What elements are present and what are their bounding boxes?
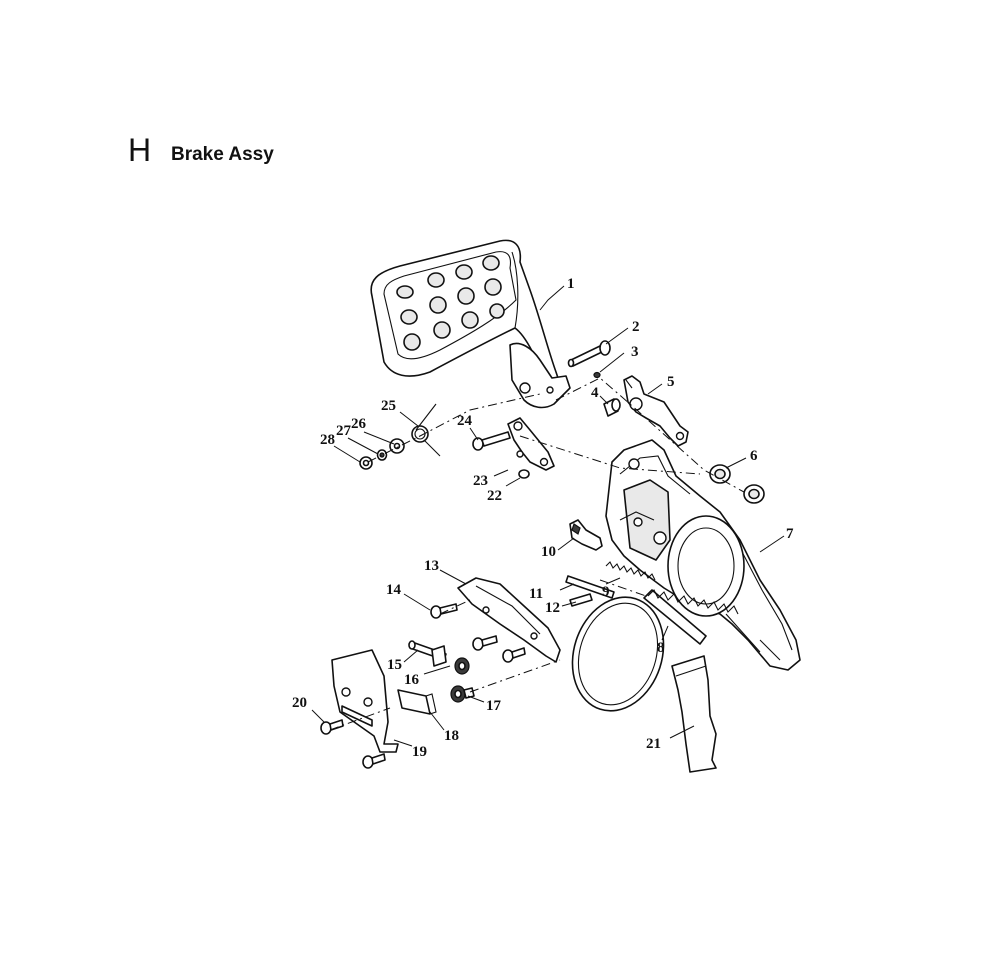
part-23-brake-plate <box>507 417 555 471</box>
leader-lines <box>311 285 785 747</box>
brake-band <box>571 596 665 712</box>
callout-13: 13 <box>424 558 439 574</box>
part-19-guide-plate <box>331 649 399 753</box>
callout-3: 3 <box>631 344 639 360</box>
part-21-protection-plate <box>671 655 717 773</box>
part-16-adjuster-gear <box>454 657 470 675</box>
callout-7: 7 <box>786 526 794 542</box>
callout-5: 5 <box>667 374 675 390</box>
callout-19: 19 <box>412 744 427 760</box>
part-11-brake-band-bracket <box>565 575 615 607</box>
part-27-washer <box>376 449 388 461</box>
assembly-axis-lines <box>329 377 745 731</box>
callout-4: 4 <box>591 385 599 401</box>
part-2-pivot-pin <box>567 340 611 368</box>
callout-22: 22 <box>487 488 502 504</box>
callout-numbers: 1 2 3 4 5 6 7 8 9 10 11 12 13 14 15 16 1… <box>292 276 794 760</box>
callout-27: 27 <box>336 423 352 439</box>
callout-21: 21 <box>646 736 661 752</box>
callout-8: 8 <box>657 640 665 656</box>
part-24-shoulder-bolt <box>472 431 511 451</box>
part-4-bushing <box>603 398 621 417</box>
callout-28: 28 <box>320 432 335 448</box>
part-28-nut <box>359 456 373 470</box>
callout-15: 15 <box>387 657 402 673</box>
part-9-spring <box>605 561 656 581</box>
part-13-chain-guide-plate <box>457 577 561 663</box>
section-letter: H <box>128 132 152 168</box>
part-14-screw <box>430 603 458 619</box>
callout-17: 17 <box>486 698 502 714</box>
callout-18: 18 <box>444 728 459 744</box>
callout-26: 26 <box>351 416 367 432</box>
part-20-screws <box>320 719 386 769</box>
callout-10: 10 <box>541 544 556 560</box>
section-title: Brake Assy <box>171 144 274 165</box>
callout-25: 25 <box>381 398 396 414</box>
part-10-brake-link <box>569 519 603 551</box>
part-15-adjuster-pin <box>408 640 447 667</box>
callout-14: 14 <box>386 582 402 598</box>
callout-12: 12 <box>545 600 560 616</box>
part-25-torsion-spring <box>411 403 441 457</box>
part-8-brake-spring <box>643 589 739 645</box>
callout-11: 11 <box>529 586 543 602</box>
part-5-brake-lever <box>623 375 689 447</box>
part-6-bushing-pair <box>709 464 765 504</box>
part-3-retaining-clip <box>593 371 601 379</box>
callout-24: 24 <box>457 413 473 429</box>
callout-9: 9 <box>602 584 610 600</box>
screw-pair <box>472 635 526 663</box>
part-18-pad <box>397 689 437 715</box>
part-17-nut <box>450 685 475 703</box>
part-26-washer <box>389 438 405 454</box>
callout-23: 23 <box>473 473 488 489</box>
callout-16: 16 <box>404 672 420 688</box>
callout-1: 1 <box>567 276 575 292</box>
callout-2: 2 <box>632 319 640 335</box>
callout-20: 20 <box>292 695 307 711</box>
part-7-clutch-cover <box>605 439 801 671</box>
callout-6: 6 <box>750 448 758 464</box>
part-22-washer <box>518 469 530 479</box>
part-1-hand-guard <box>370 239 571 409</box>
